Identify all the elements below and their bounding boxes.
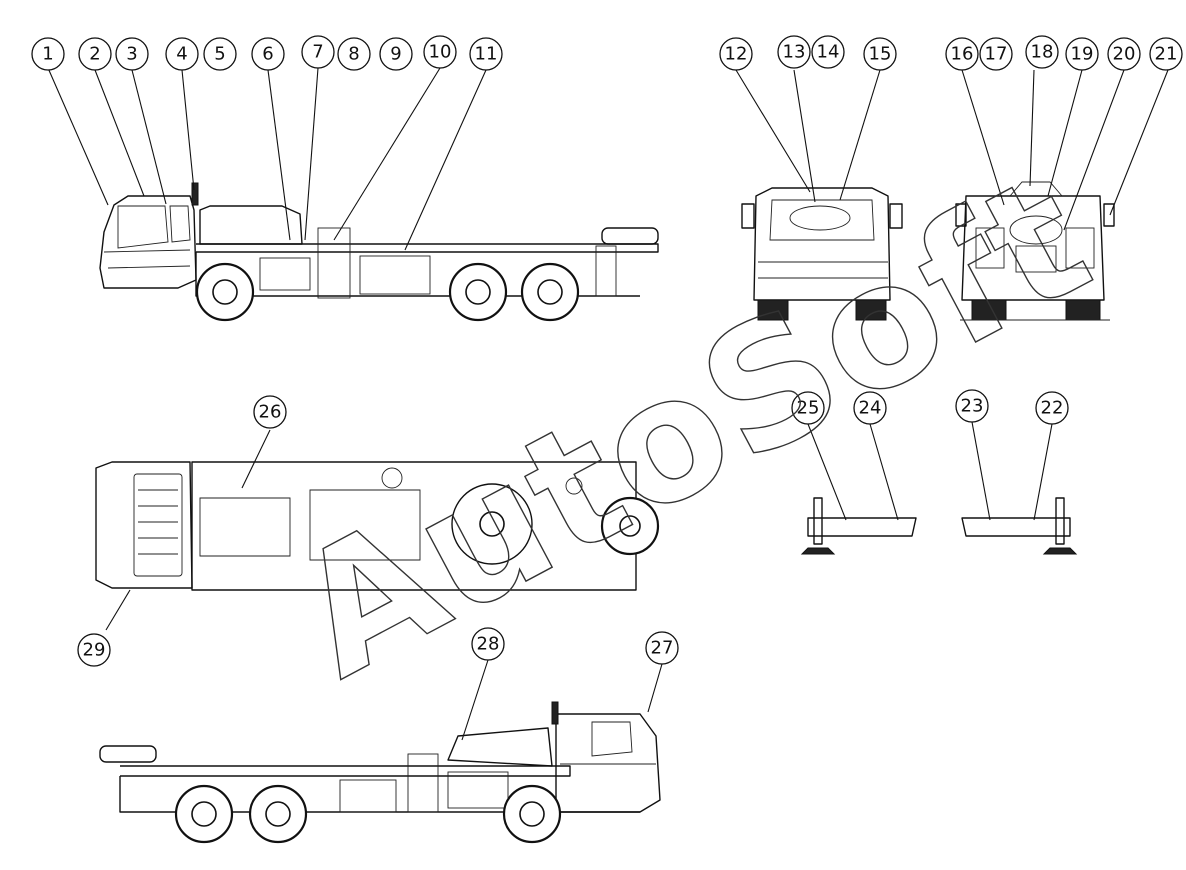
callout-label: 24 — [859, 398, 882, 419]
callout-27: 27 — [645, 631, 679, 665]
callout-label: 4 — [176, 44, 187, 65]
callout-label: 2 — [89, 44, 100, 65]
rear-view — [955, 181, 1115, 321]
callout-16: 16 — [945, 37, 979, 71]
callout-label: 23 — [961, 396, 984, 417]
callout-17: 17 — [979, 37, 1013, 71]
callout-label: 15 — [869, 44, 892, 65]
callout-6: 6 — [251, 37, 285, 71]
callout-8: 8 — [337, 37, 371, 71]
callout-26: 26 — [253, 395, 287, 429]
callout-label: 12 — [725, 44, 748, 65]
callout-label: 9 — [390, 44, 401, 65]
callout-label: 8 — [348, 44, 359, 65]
callout-label: 29 — [83, 640, 106, 661]
callout-label: 6 — [262, 44, 273, 65]
callout-7: 7 — [301, 35, 335, 69]
callout-3: 3 — [115, 37, 149, 71]
callout-5: 5 — [203, 37, 237, 71]
callout-20: 20 — [1107, 37, 1141, 71]
callout-label: 27 — [651, 638, 674, 659]
outrigger-views — [800, 497, 1078, 555]
callout-18: 18 — [1025, 35, 1059, 69]
callout-label: 25 — [797, 398, 820, 419]
callout-label: 11 — [475, 44, 498, 65]
callout-10: 10 — [423, 35, 457, 69]
callout-13: 13 — [777, 35, 811, 69]
callout-label: 7 — [312, 42, 323, 63]
leader-lines — [47, 67, 1169, 741]
side-view-right — [99, 701, 661, 844]
callout-23: 23 — [955, 389, 989, 423]
callout-11: 11 — [469, 37, 503, 71]
callout-label: 20 — [1113, 44, 1136, 65]
callout-25: 25 — [791, 391, 825, 425]
callout-15: 15 — [863, 37, 897, 71]
callout-label: 17 — [985, 44, 1008, 65]
callout-label: 13 — [783, 42, 806, 63]
callout-12: 12 — [719, 37, 753, 71]
callout-label: 18 — [1031, 42, 1054, 63]
callout-label: 1 — [42, 44, 53, 65]
callout-2: 2 — [78, 37, 112, 71]
callout-label: 5 — [214, 44, 225, 65]
callout-9: 9 — [379, 37, 413, 71]
callout-28: 28 — [471, 627, 505, 661]
callout-22: 22 — [1035, 391, 1069, 425]
callout-14: 14 — [811, 35, 845, 69]
callout-label: 16 — [951, 44, 974, 65]
callout-label: 19 — [1071, 44, 1094, 65]
callout-1: 1 — [31, 37, 65, 71]
callout-29: 29 — [77, 633, 111, 667]
side-view-left — [99, 182, 659, 322]
callout-21: 21 — [1149, 37, 1183, 71]
callout-label: 22 — [1041, 398, 1064, 419]
callout-label: 10 — [429, 42, 452, 63]
callout-19: 19 — [1065, 37, 1099, 71]
callout-label: 21 — [1155, 44, 1178, 65]
callout-label: 14 — [817, 42, 840, 63]
callout-4: 4 — [165, 37, 199, 71]
callout-24: 24 — [853, 391, 887, 425]
front-view — [741, 187, 903, 321]
callout-label: 28 — [477, 634, 500, 655]
callout-label: 3 — [126, 44, 137, 65]
watermark-text: AutoSoft — [266, 137, 1119, 716]
top-view — [95, 461, 660, 591]
callout-label: 26 — [259, 402, 282, 423]
